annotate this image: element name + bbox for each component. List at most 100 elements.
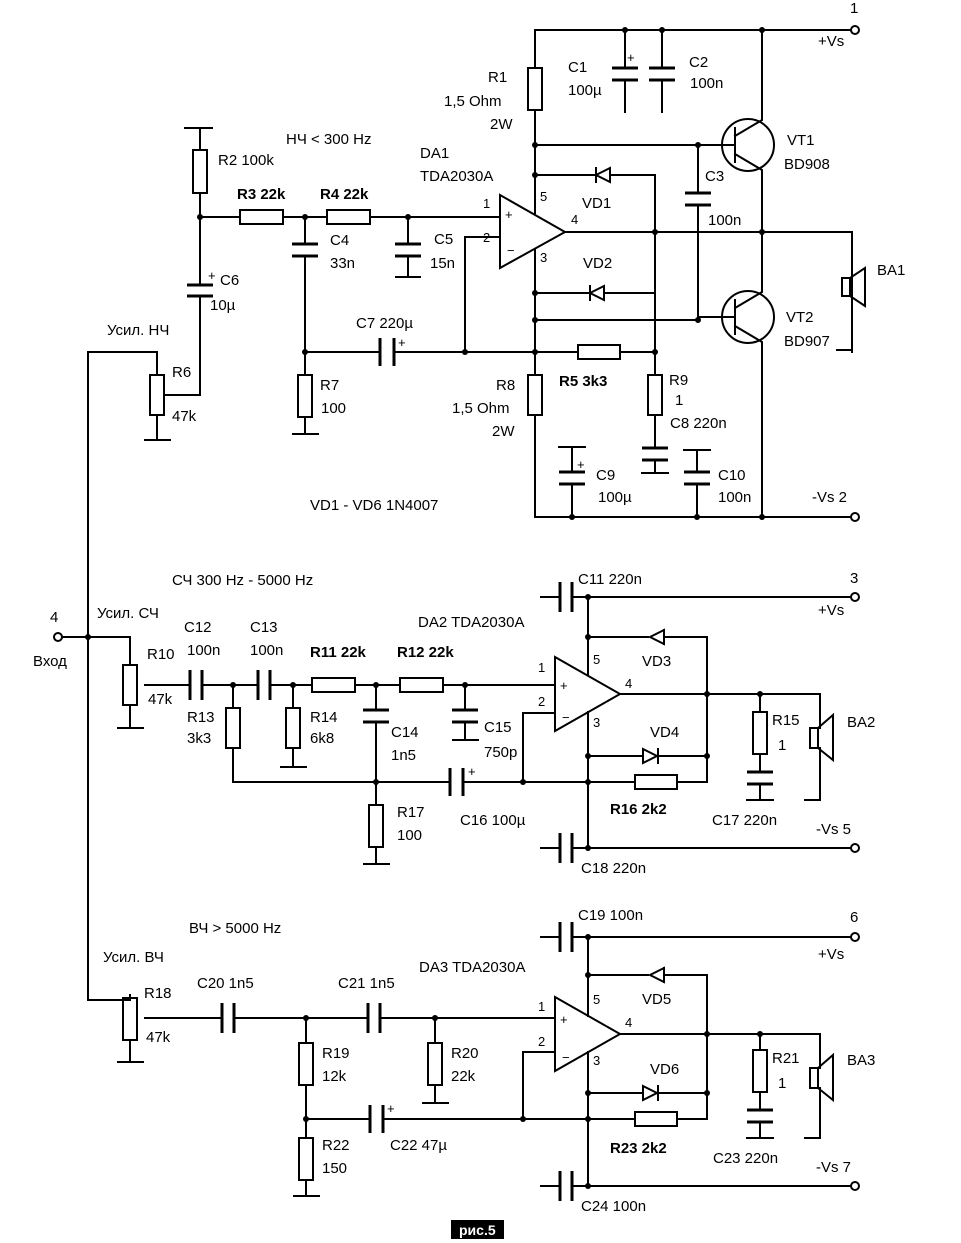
- label-c14-value: 1n5: [391, 747, 416, 764]
- label-r13: R13: [187, 709, 215, 726]
- resistor-r4: [326, 209, 371, 225]
- hf-channel: [87, 922, 860, 1201]
- pin-da2-3: 3: [593, 715, 600, 730]
- label-r8: R8: [496, 377, 515, 394]
- resistor-r5: [577, 344, 621, 360]
- label-r19-value: 12k: [322, 1068, 347, 1085]
- label-r17: R17: [397, 804, 425, 821]
- label-c13: C13: [250, 619, 278, 636]
- label-vs-2: -Vs 2: [812, 489, 847, 506]
- resistor-r22: [298, 1137, 314, 1181]
- capacitor-c3: [685, 191, 711, 207]
- terminal-7: [850, 1181, 860, 1191]
- label-r7: R7: [320, 377, 339, 394]
- label-vd6: VD6: [650, 1061, 679, 1078]
- label-lf-band: НЧ < 300 Hz: [286, 131, 371, 148]
- svg-text:+: +: [398, 335, 406, 350]
- label-r10-value: 47k: [148, 691, 173, 708]
- label-r23: R23 2k2: [610, 1140, 667, 1157]
- label-r1: R1: [488, 69, 507, 86]
- capacitor-c8: [642, 446, 668, 462]
- label-r9-value: 1: [675, 392, 683, 409]
- label-r1-value: 1,5 Ohm: [444, 93, 502, 110]
- pin-da1-1: 1: [483, 196, 490, 211]
- label-r13-value: 3k3: [187, 730, 211, 747]
- label-c9-value: 100µ: [598, 489, 632, 506]
- label-r9: R9: [669, 372, 688, 389]
- resistor-r3: [239, 209, 284, 225]
- resistor-r17: [368, 804, 384, 848]
- capacitor-c17: [747, 770, 773, 786]
- label-input: Вход: [33, 653, 67, 670]
- label-vs-7: -Vs 7: [816, 1159, 851, 1176]
- pin-da3-4: 4: [625, 1015, 632, 1030]
- label-r15-value: 1: [778, 737, 786, 754]
- label-da1: DA1: [420, 145, 449, 162]
- figure-caption: рис.5: [459, 1222, 496, 1238]
- label-vt2-type: BD907: [784, 333, 830, 350]
- label-c24: C24 100n: [581, 1198, 646, 1215]
- capacitor-c19: [558, 922, 574, 952]
- resistor-r16: [634, 774, 678, 790]
- svg-text:+: +: [560, 678, 568, 693]
- label-r5: R5 3k3: [559, 373, 607, 390]
- label-c3-value: 100n: [708, 212, 741, 229]
- terminal-4: [53, 632, 63, 642]
- capacitor-c23: [747, 1108, 773, 1124]
- pin-da1-5: 5: [540, 189, 547, 204]
- capacitor-c5: [395, 242, 421, 258]
- label-c20: C20 1n5: [197, 975, 254, 992]
- label-r14-value: 6k8: [310, 730, 334, 747]
- resistor-r14: [285, 707, 301, 749]
- speaker-ba3: [809, 1067, 819, 1089]
- resistor-r15: [752, 711, 768, 755]
- svg-text:+: +: [468, 764, 476, 779]
- resistor-r19: [298, 1042, 314, 1086]
- label-c11: C11 220n: [578, 571, 642, 588]
- capacitor-c22: [368, 1105, 385, 1133]
- capacitor-c21: [366, 1003, 382, 1033]
- resistor-r9: [647, 374, 663, 416]
- label-vs-5: -Vs 5: [816, 821, 851, 838]
- potentiometer-r10: [122, 664, 138, 706]
- label-terminal-4: 4: [50, 609, 58, 626]
- label-r3: R3 22k: [237, 186, 286, 203]
- pin-da3-2: 2: [538, 1034, 545, 1049]
- resistor-r21: [752, 1049, 768, 1093]
- label-mf-amp: Усил. СЧ: [97, 605, 159, 622]
- label-c13-value: 100n: [250, 642, 283, 659]
- pin-da1-4: 4: [571, 212, 578, 227]
- label-c5: C5: [434, 231, 453, 248]
- pin-da1-2: 2: [483, 230, 490, 245]
- label-r12: R12 22k: [397, 644, 454, 661]
- label-r21: R21: [772, 1050, 800, 1067]
- label-vd5: VD5: [642, 991, 671, 1008]
- diode-vd5: [647, 966, 665, 984]
- label-r7-value: 100: [321, 400, 346, 417]
- label-r20: R20: [451, 1045, 479, 1062]
- label-r18-value: 47k: [146, 1029, 171, 1046]
- label-r1-power: 2W: [490, 116, 513, 133]
- label-vt2: VT2: [786, 309, 814, 326]
- capacitor-c9: [559, 470, 585, 486]
- label-vd1: VD1: [582, 195, 611, 212]
- label-hf-band: ВЧ > 5000 Hz: [189, 920, 281, 937]
- label-ba3: BA3: [847, 1052, 875, 1069]
- label-r14: R14: [310, 709, 338, 726]
- pin-da3-1: 1: [538, 999, 545, 1014]
- label-vs-6: +Vs: [818, 946, 844, 963]
- lf-channel: [87, 25, 866, 1001]
- label-r16: R16 2k2: [610, 801, 667, 818]
- svg-text:+: +: [208, 268, 216, 283]
- label-hf-amp: Усил. ВЧ: [103, 949, 164, 966]
- label-terminal-1: 1: [850, 0, 858, 17]
- label-r2: R2 100k: [218, 152, 274, 169]
- resistor-r8: [527, 374, 543, 416]
- capacitor-c20: [220, 1003, 236, 1033]
- label-c12-value: 100n: [187, 642, 220, 659]
- label-vd4: VD4: [650, 724, 679, 741]
- capacitor-c1: [612, 66, 638, 82]
- terminal-5: [850, 843, 860, 853]
- label-c10: C10: [718, 467, 746, 484]
- label-c4-value: 33n: [330, 255, 355, 272]
